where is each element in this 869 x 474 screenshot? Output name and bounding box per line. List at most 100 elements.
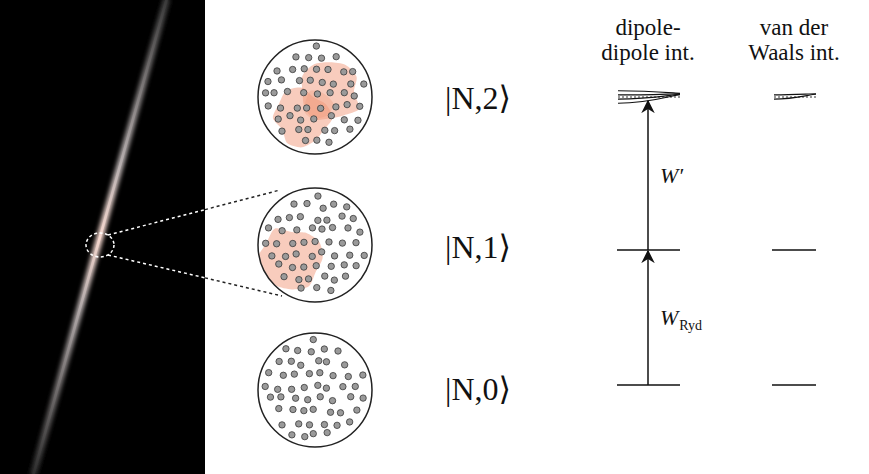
atom-dot [328,287,334,293]
atom-dot [307,77,313,83]
atom-dot [298,285,304,291]
atom-dot [334,422,340,428]
atom-dot [287,112,293,118]
broadened-level [774,94,816,99]
atom-dot [280,372,286,378]
atom-dot [327,409,333,415]
ensemble-circle-fill [258,40,372,154]
atom-dot [294,227,300,233]
atom-dot [305,396,311,402]
atom-dot [262,383,268,389]
atom-dot [345,225,351,231]
atom-dot [331,253,337,259]
atom-dot [275,116,281,122]
atom-dot [288,386,294,392]
atom-dot [331,277,337,283]
atom-dot [292,395,298,401]
atom-dot [278,77,284,83]
atom-dot [326,239,332,245]
atom-dot [296,421,302,427]
coupling-subscript: Ryd [679,318,702,333]
atom-dot [306,422,312,428]
atom-dot [324,429,330,435]
atom-dot [319,79,325,85]
atom-dot [353,262,359,268]
atom-dot [265,78,271,84]
zoom-line [108,255,205,278]
atom-dot [301,239,307,245]
atom-dot [309,225,315,231]
atom-dot [291,371,297,377]
atom-dot [278,394,284,400]
ensemble-circle-fill [258,188,372,302]
atom-dot [350,215,356,221]
atom-dot [301,407,307,413]
atom-dot [324,217,330,223]
atom-dot [339,240,345,246]
atom-dot [279,422,285,428]
coupling-label: W′ [660,164,683,188]
atom-dot [353,239,359,245]
atom-cloud-glow [33,0,167,474]
atom-dot [313,43,319,49]
atom-dot [274,386,280,392]
atom-dot [337,410,343,416]
atom-dot [276,261,282,267]
atom-dot [293,251,299,257]
energy-level [772,249,816,251]
atom-dot [282,253,288,259]
atom-dot [361,252,367,258]
atom-dot [361,81,367,87]
atom-dot [347,252,353,258]
atom-dot [283,346,289,352]
atom-dot [265,369,271,375]
atom-dot [273,241,279,247]
atom-dot [301,66,307,72]
atom-dot [310,406,316,412]
atom-dot [294,347,300,353]
atom-dot [298,362,304,368]
atom-dot [317,394,323,400]
atom-dot [304,200,310,206]
atom-dot [297,213,303,219]
atom-dot [289,66,295,72]
atom-dot [318,55,324,61]
column-heading: van der Waals int. [732,15,857,66]
state-label: |N,0⟩ [445,372,511,407]
atom-dot [328,263,334,269]
atom-dot [291,201,297,207]
atom-dot [326,139,332,145]
atom-dot [325,66,331,72]
atom-dot [341,262,347,268]
atom-dot [351,93,357,99]
atom-dot [286,214,292,220]
ensemble-circle [258,333,372,447]
excitation-blob [258,228,323,289]
atom-dot [360,372,366,378]
atom-dot [284,88,290,94]
atom-dot [305,276,311,282]
atom-dot [344,101,350,107]
atom-dot [341,117,347,123]
atom-dot [296,276,302,282]
atom-dot [313,263,319,269]
atom-dot [269,253,275,259]
atom-dot [335,348,341,354]
broadened-level [618,95,680,104]
atom-dot [276,358,282,364]
atom-dot [341,69,347,75]
atom-dot [313,66,319,72]
atom-dot [265,103,271,109]
ensemble-circle [258,40,372,154]
excitation-core [304,90,334,118]
state-label: |N,2⟩ [445,81,511,116]
atom-dot [288,358,294,364]
atom-dot [277,105,283,111]
atom-dot [341,362,347,368]
atom-dot [329,397,335,403]
atom-dot [314,91,320,97]
atom-dot [333,53,339,59]
atom-dot [344,204,350,210]
atom-dot [319,226,325,232]
